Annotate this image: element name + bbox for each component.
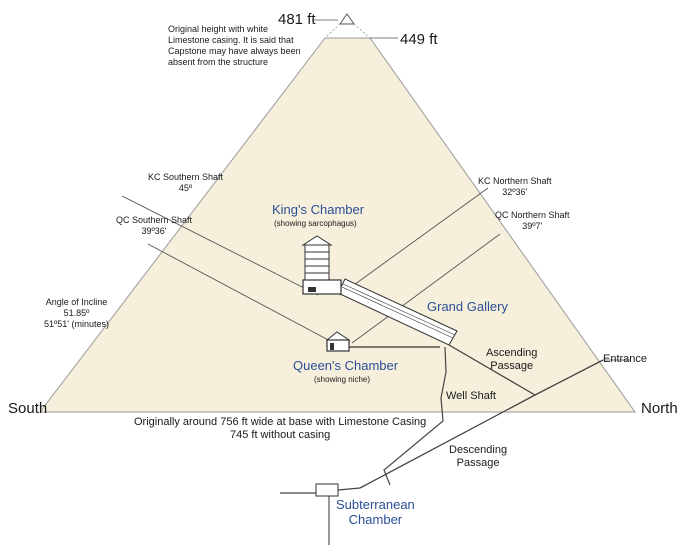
descending-passage-label: Descending Passage: [449, 444, 507, 470]
kc-southern-shaft-angle: 45º: [178, 183, 193, 193]
well-shaft-label: Well Shaft: [446, 390, 496, 402]
kc-northern-shaft-label: KC Northern Shaft 32º36': [478, 176, 552, 198]
ascending-line2: Passage: [490, 360, 534, 372]
kc-southern-shaft: [121, 195, 319, 296]
descending-line1: Descending: [449, 444, 508, 456]
height-note: Original height with white Limestone cas…: [168, 24, 301, 68]
queens-chamber-shape: [325, 331, 351, 352]
north-label: North: [641, 400, 678, 417]
descending-passage: [359, 359, 604, 489]
kings-chamber-name: King's Chamber: [272, 202, 365, 217]
ascending-line1: Ascending: [486, 347, 538, 359]
qc-southern-shaft-label: QC Southern Shaft 39º36': [116, 215, 192, 237]
incline-title: Angle of Incline: [45, 297, 108, 307]
base-width-line1: Originally around 756 ft wide at base wi…: [134, 416, 427, 428]
grand-gallery-label: Grand Gallery: [427, 299, 508, 314]
height-note-line: Limestone casing. It is said that: [168, 35, 294, 45]
kc-southern-shaft-name: KC Southern Shaft: [148, 172, 224, 182]
descending-line2: Passage: [456, 457, 500, 469]
qc-northern-shaft-name: QC Northern Shaft: [495, 210, 570, 220]
kc-southern-shaft-label: KC Southern Shaft 45º: [148, 172, 223, 194]
kc-northern-shaft-angle: 32º36': [502, 187, 528, 197]
queens-chamber-note: (showing niche): [314, 375, 371, 384]
qc-southern-shaft: [147, 243, 335, 344]
incline-degrees: 51.85º: [63, 308, 90, 318]
original-height-label: 481 ft: [278, 11, 316, 28]
subterranean-line2: Chamber: [348, 512, 403, 527]
ascending-passage: [448, 344, 536, 396]
subterranean-chamber-label: Subterranean Chamber: [336, 497, 415, 527]
kc-northern-shaft: [339, 187, 489, 296]
kc-northern-shaft-name: KC Northern Shaft: [478, 176, 552, 186]
well-shaft: [383, 346, 447, 486]
subterranean-chamber-shape: [315, 483, 339, 497]
qc-northern-shaft-label: QC Northern Shaft 39º7': [495, 210, 570, 232]
qc-southern-shaft-name: QC Southern Shaft: [116, 215, 193, 225]
capstone-dash-left: [324, 23, 341, 39]
qc-southern-shaft-angle: 39º36': [141, 226, 167, 236]
lower-passage: [337, 487, 361, 491]
subterranean-line1: Subterranean: [336, 497, 415, 512]
ascending-passage-label: Ascending Passage: [486, 347, 537, 373]
capstone-outline: [339, 13, 355, 25]
qc-northern-shaft: [351, 233, 501, 344]
kings-chamber-stack: [301, 235, 342, 295]
kings-chamber-label: King's Chamber: [272, 202, 364, 217]
qc-northern-shaft-angle: 39º7': [522, 221, 543, 231]
height-note-line: Original height with white: [168, 24, 269, 34]
queens-chamber-label: Queen's Chamber: [293, 358, 399, 373]
height-note-line: absent from the structure: [168, 57, 269, 67]
incline-label: Angle of Incline 51.85º 51º51' (minutes): [44, 297, 109, 330]
base-width-label: Originally around 756 ft wide at base wi…: [134, 416, 426, 442]
height-note-line: Capstone may have always been: [168, 46, 301, 56]
base-width-line2: 745 ft without casing: [229, 429, 331, 441]
current-height-label: 449 ft: [400, 31, 438, 48]
incline-minutes: 51º51' (minutes): [44, 319, 110, 329]
kings-chamber-note: (showing sarcophagus): [274, 219, 357, 228]
entrance-label: Entrance: [603, 353, 648, 365]
south-label: South: [8, 400, 48, 417]
capstone-dash-right: [353, 23, 371, 39]
grand-gallery-hatching: [341, 283, 456, 339]
